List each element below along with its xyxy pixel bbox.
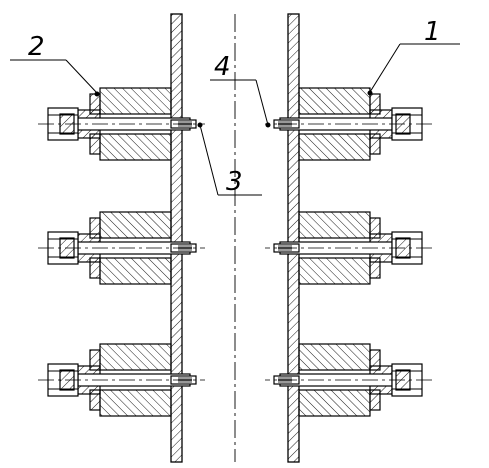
callout-label-2: 2: [28, 32, 45, 62]
fitting-assembly-right: [265, 343, 432, 417]
leader-lines: [10, 43, 460, 196]
fitting-assembly-left: [38, 343, 205, 417]
fitting-assembly-right: [265, 87, 432, 161]
fitting-assembly-left: [38, 87, 205, 161]
fitting-assembly-right: [265, 211, 432, 285]
callout-label-1: 1: [424, 17, 441, 47]
pipe: [170, 13, 300, 463]
fitting-assembly-left: [38, 211, 205, 285]
callout-label-4: 4: [214, 52, 231, 82]
callout-label-3: 3: [226, 167, 243, 197]
